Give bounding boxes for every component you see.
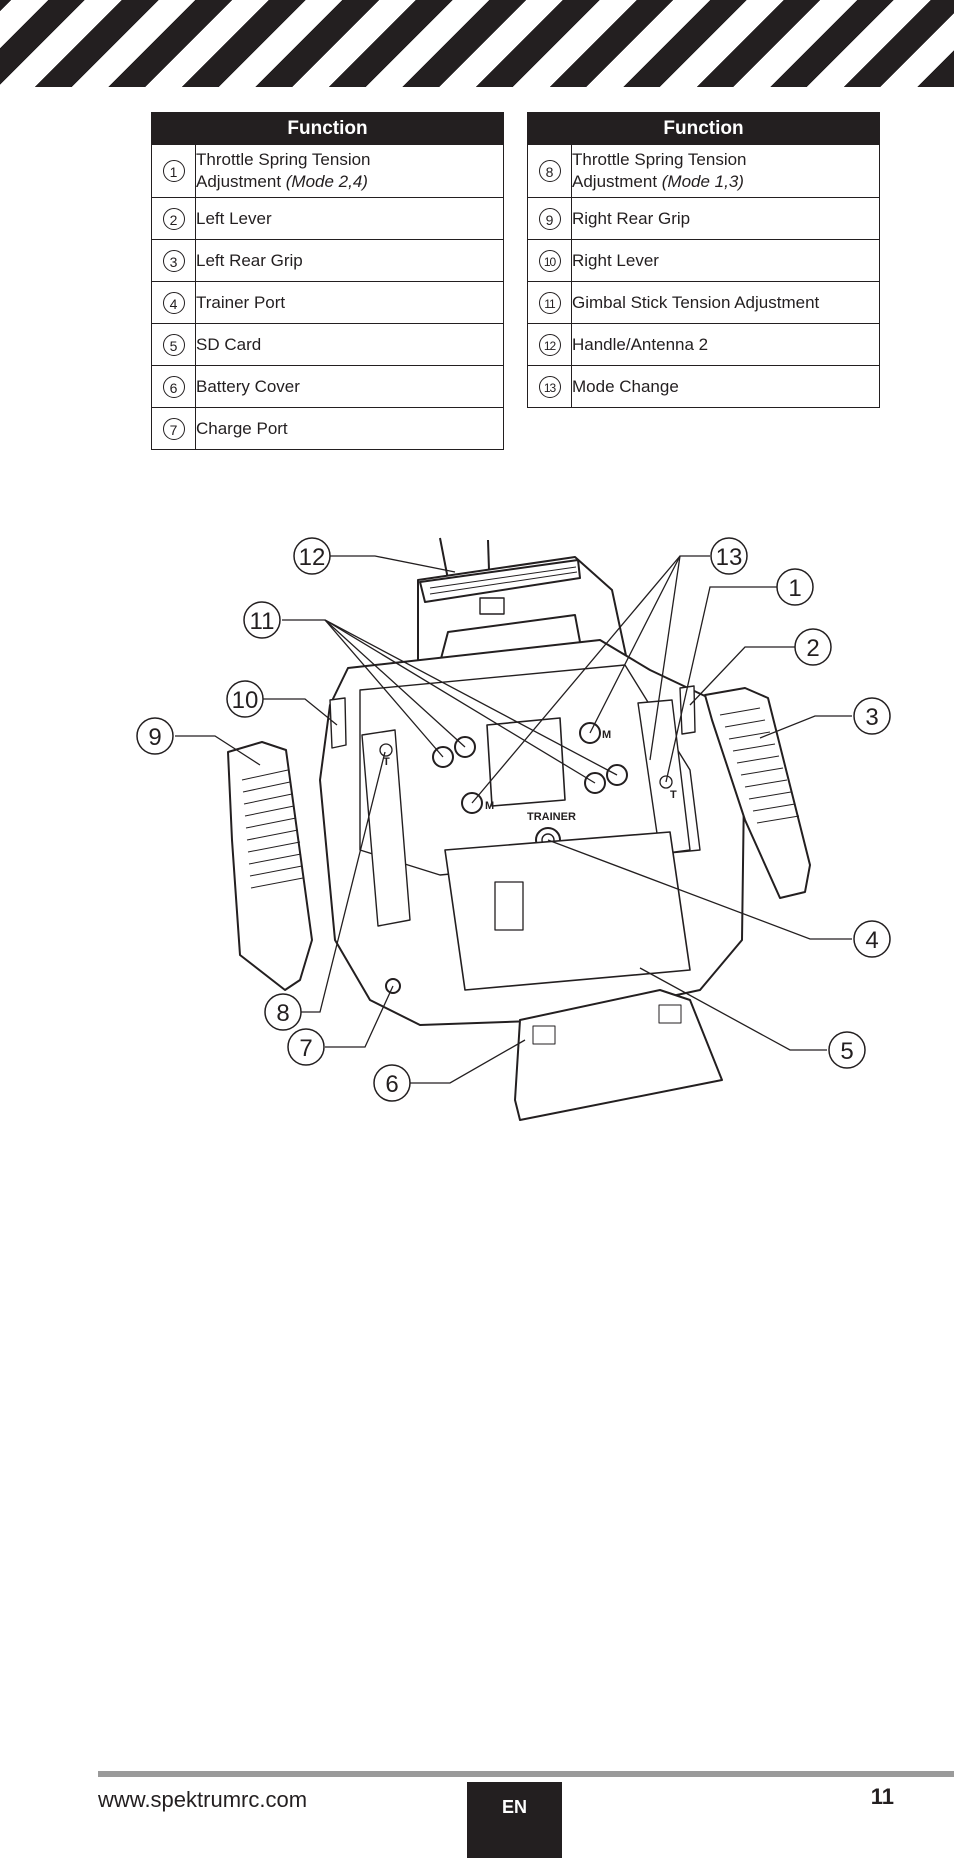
item-number: 10 bbox=[538, 249, 561, 272]
table-header: Function bbox=[151, 112, 504, 145]
item-number: 8 bbox=[538, 160, 561, 182]
table-row: 11 Gimbal Stick Tension Adjustment bbox=[527, 281, 880, 324]
item-label: Adjustment bbox=[572, 172, 662, 191]
footer-rule bbox=[98, 1771, 954, 1777]
table-row: 3 Left Rear Grip bbox=[151, 239, 504, 282]
item-number: 7 bbox=[162, 417, 185, 440]
left-rear-grip bbox=[704, 687, 811, 899]
svg-text:13: 13 bbox=[716, 544, 743, 571]
callout-7: 7 bbox=[287, 1028, 325, 1066]
item-number: 5 bbox=[162, 333, 185, 356]
svg-text:8: 8 bbox=[276, 1000, 289, 1027]
display-window bbox=[486, 717, 566, 807]
callout-4: 4 bbox=[853, 920, 891, 958]
svg-text:7: 7 bbox=[299, 1035, 312, 1062]
throttle-label: T bbox=[670, 789, 677, 801]
item-number: 6 bbox=[162, 375, 185, 398]
svg-text:9: 9 bbox=[148, 724, 161, 751]
trainer-label: TRAINER bbox=[527, 811, 576, 823]
item-number: 9 bbox=[538, 207, 561, 230]
mode-label: M bbox=[602, 729, 611, 741]
callout-11: 11 bbox=[243, 601, 281, 639]
throttle-label: T bbox=[383, 756, 390, 768]
item-number: 3 bbox=[162, 249, 185, 272]
item-label: Gimbal Stick Tension Adjustment bbox=[571, 281, 880, 324]
callout-6: 6 bbox=[373, 1064, 411, 1102]
language-tab: EN bbox=[467, 1782, 562, 1858]
callout-9: 9 bbox=[136, 717, 174, 755]
item-label: Adjustment bbox=[196, 172, 286, 191]
item-label: Right Lever bbox=[571, 239, 880, 282]
item-label: Charge Port bbox=[195, 407, 504, 450]
item-label: Left Rear Grip bbox=[195, 239, 504, 282]
callout-1: 1 bbox=[776, 568, 814, 606]
handle-grip bbox=[419, 559, 581, 603]
item-label: Mode Change bbox=[571, 365, 880, 408]
right-rear-grip bbox=[227, 741, 313, 991]
item-label: Handle/Antenna 2 bbox=[571, 323, 880, 366]
item-number: 4 bbox=[162, 291, 185, 314]
item-label: Trainer Port bbox=[195, 281, 504, 324]
svg-text:10: 10 bbox=[232, 687, 259, 714]
callout-5: 5 bbox=[828, 1031, 866, 1069]
item-label: Battery Cover bbox=[195, 365, 504, 408]
table-row: 10 Right Lever bbox=[527, 239, 880, 282]
mode-label: M bbox=[485, 800, 494, 812]
footer-url[interactable]: www.spektrumrc.com bbox=[98, 1787, 308, 1812]
leader-12 bbox=[330, 555, 456, 573]
left-lever bbox=[329, 697, 347, 749]
callout-12: 12 bbox=[293, 537, 331, 575]
item-mode: (Mode 1,3) bbox=[661, 172, 744, 191]
svg-text:12: 12 bbox=[299, 544, 326, 571]
battery-bay bbox=[444, 831, 691, 991]
item-number: 13 bbox=[538, 375, 561, 398]
item-number: 1 bbox=[162, 160, 185, 182]
item-number: 2 bbox=[162, 207, 185, 230]
callout-2: 2 bbox=[794, 628, 832, 666]
svg-text:2: 2 bbox=[806, 635, 819, 662]
svg-text:3: 3 bbox=[865, 704, 878, 731]
transmitter-diagram: TRAINER M M T T 1 2 3 4 5 6 7 8 9 10 bbox=[136, 537, 891, 1121]
item-number: 11 bbox=[538, 291, 561, 314]
table-row: 6 Battery Cover bbox=[151, 365, 504, 408]
item-label: Right Rear Grip bbox=[571, 197, 880, 240]
left-panel bbox=[361, 729, 411, 927]
svg-text:6: 6 bbox=[385, 1071, 398, 1098]
table-row: 2 Left Lever bbox=[151, 197, 504, 240]
table-header: Function bbox=[527, 112, 880, 145]
table-row: 9 Right Rear Grip bbox=[527, 197, 880, 240]
table-row: 4 Trainer Port bbox=[151, 281, 504, 324]
item-mode: (Mode 2,4) bbox=[285, 172, 368, 191]
callout-3: 3 bbox=[853, 697, 891, 735]
item-label: Throttle Spring Tension bbox=[572, 150, 747, 169]
table-row: 7 Charge Port bbox=[151, 407, 504, 450]
item-label: Throttle Spring Tension bbox=[196, 150, 371, 169]
item-label: SD Card bbox=[195, 323, 504, 366]
right-lever bbox=[679, 685, 696, 735]
callout-10: 10 bbox=[226, 680, 264, 718]
page-number: 11 bbox=[870, 1784, 894, 1809]
item-number: 12 bbox=[538, 333, 561, 356]
item-label: Left Lever bbox=[195, 197, 504, 240]
table-row: 12 Handle/Antenna 2 bbox=[527, 323, 880, 366]
hazard-stripe-banner bbox=[0, 0, 954, 87]
svg-text:5: 5 bbox=[840, 1038, 853, 1065]
callout-8: 8 bbox=[264, 993, 302, 1031]
svg-text:4: 4 bbox=[865, 927, 878, 954]
cover-grip bbox=[658, 1004, 682, 1024]
table-row: 13 Mode Change bbox=[527, 365, 880, 408]
cover-grip bbox=[532, 1025, 556, 1045]
table-row: 5 SD Card bbox=[151, 323, 504, 366]
callout-13: 13 bbox=[710, 537, 748, 575]
svg-text:11: 11 bbox=[250, 608, 275, 635]
svg-text:1: 1 bbox=[788, 575, 801, 602]
